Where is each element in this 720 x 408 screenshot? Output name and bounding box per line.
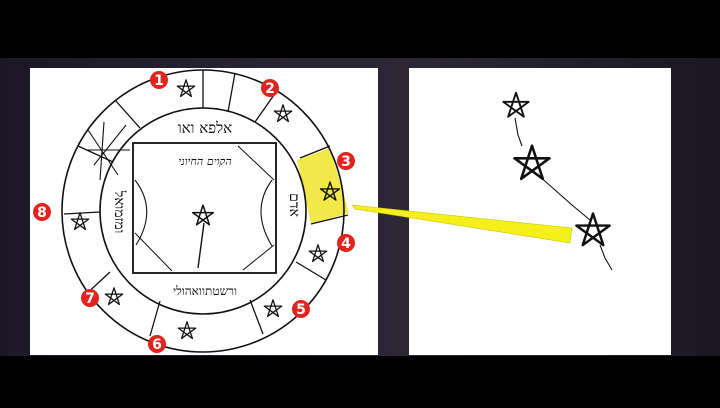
outer-top-text: אלפא ואו bbox=[178, 119, 232, 137]
inner-top-text: הקוים החיוני bbox=[178, 155, 232, 168]
number-marker-6: 6 bbox=[148, 335, 166, 353]
svg-text:8: 8 bbox=[37, 205, 47, 221]
inner-diagonal-1 bbox=[134, 232, 173, 272]
ring-star-7-icon bbox=[104, 287, 124, 306]
letterbox-top-bar bbox=[0, 0, 720, 58]
inner-diagonal-3 bbox=[242, 244, 275, 271]
svg-text:3: 3 bbox=[341, 154, 351, 170]
svg-text:2: 2 bbox=[265, 81, 275, 97]
closeup-star-bottom-icon bbox=[575, 212, 611, 247]
closeup-star-middle-icon bbox=[513, 144, 551, 181]
svg-text:6: 6 bbox=[152, 337, 162, 353]
inner-diagonal-2 bbox=[237, 145, 275, 181]
right-side-text: אדם bbox=[286, 193, 302, 217]
center-star-icon bbox=[191, 204, 215, 226]
left-sketch-marks bbox=[86, 121, 130, 181]
number-marker-7: 7 bbox=[81, 289, 99, 307]
closeup-star-top-icon bbox=[502, 91, 530, 118]
ring-star-5-icon bbox=[263, 299, 283, 318]
number-marker-3: 3 bbox=[337, 152, 355, 170]
ring-star-6-icon bbox=[177, 321, 197, 340]
closeup-strokes bbox=[514, 117, 613, 271]
svg-text:7: 7 bbox=[85, 291, 95, 307]
ring-dividers bbox=[63, 70, 349, 337]
ring-star-2-icon bbox=[273, 104, 293, 123]
inner-arc-right bbox=[260, 179, 273, 247]
number-marker-2: 2 bbox=[261, 79, 279, 97]
ring-star-8-icon bbox=[70, 212, 90, 231]
svg-text:1: 1 bbox=[154, 73, 164, 89]
ring-star-1-icon bbox=[176, 79, 196, 98]
number-marker-5: 5 bbox=[292, 300, 310, 318]
star-closeup-panel bbox=[409, 68, 671, 355]
number-marker-4: 4 bbox=[337, 234, 355, 252]
inner-square bbox=[132, 142, 277, 274]
svg-text:4: 4 bbox=[341, 236, 351, 252]
pointer-beam-icon bbox=[351, 204, 573, 244]
center-stem bbox=[197, 222, 205, 269]
highlighted-segment bbox=[297, 148, 349, 224]
ring-star-4-icon bbox=[308, 244, 328, 263]
inner-arc-left bbox=[134, 179, 148, 246]
bottom-text: ורשטתוואהולי bbox=[173, 284, 237, 298]
left-side-text: ומזמואל bbox=[111, 190, 127, 234]
number-marker-8: 8 bbox=[33, 203, 51, 221]
number-marker-1: 1 bbox=[150, 71, 168, 89]
letterbox-bottom-bar bbox=[0, 356, 720, 408]
svg-text:5: 5 bbox=[296, 302, 306, 318]
